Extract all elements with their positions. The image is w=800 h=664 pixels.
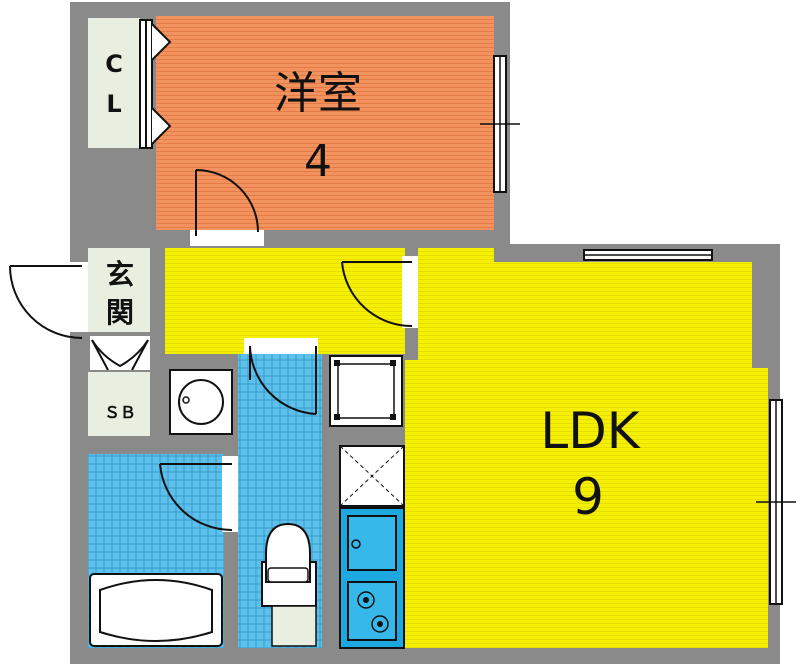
- ldk-floor: [405, 248, 768, 648]
- toilet: [261, 522, 317, 647]
- refrigerator-space: [339, 445, 405, 507]
- closet: [88, 18, 140, 148]
- doors: [9, 169, 418, 532]
- washing-machine-space: [329, 355, 403, 427]
- shoe-box: [88, 372, 150, 436]
- kitchen-counter: [339, 507, 405, 649]
- western-room-size: 4: [304, 136, 332, 187]
- closet-label-c: C: [105, 50, 123, 78]
- stove-icon: [347, 581, 397, 641]
- closet-label-l: L: [106, 90, 121, 118]
- closet-doors: [139, 19, 172, 149]
- hall-floor: [165, 248, 405, 354]
- windows: [480, 55, 796, 605]
- ldk-name: LDK: [540, 402, 640, 460]
- shoe-box-label: ＳＢ: [104, 403, 136, 422]
- entrance-label-bottom: 関: [106, 296, 134, 329]
- sink-icon: [347, 515, 397, 571]
- washbasin: [169, 369, 233, 435]
- entrance-floor: [88, 248, 150, 332]
- bathtub: [89, 573, 223, 647]
- ldk-size: 9: [572, 468, 604, 526]
- western-room-floor: [156, 16, 494, 230]
- western-room-name: 洋室: [274, 68, 362, 119]
- entrance-label-top: 玄: [106, 258, 134, 291]
